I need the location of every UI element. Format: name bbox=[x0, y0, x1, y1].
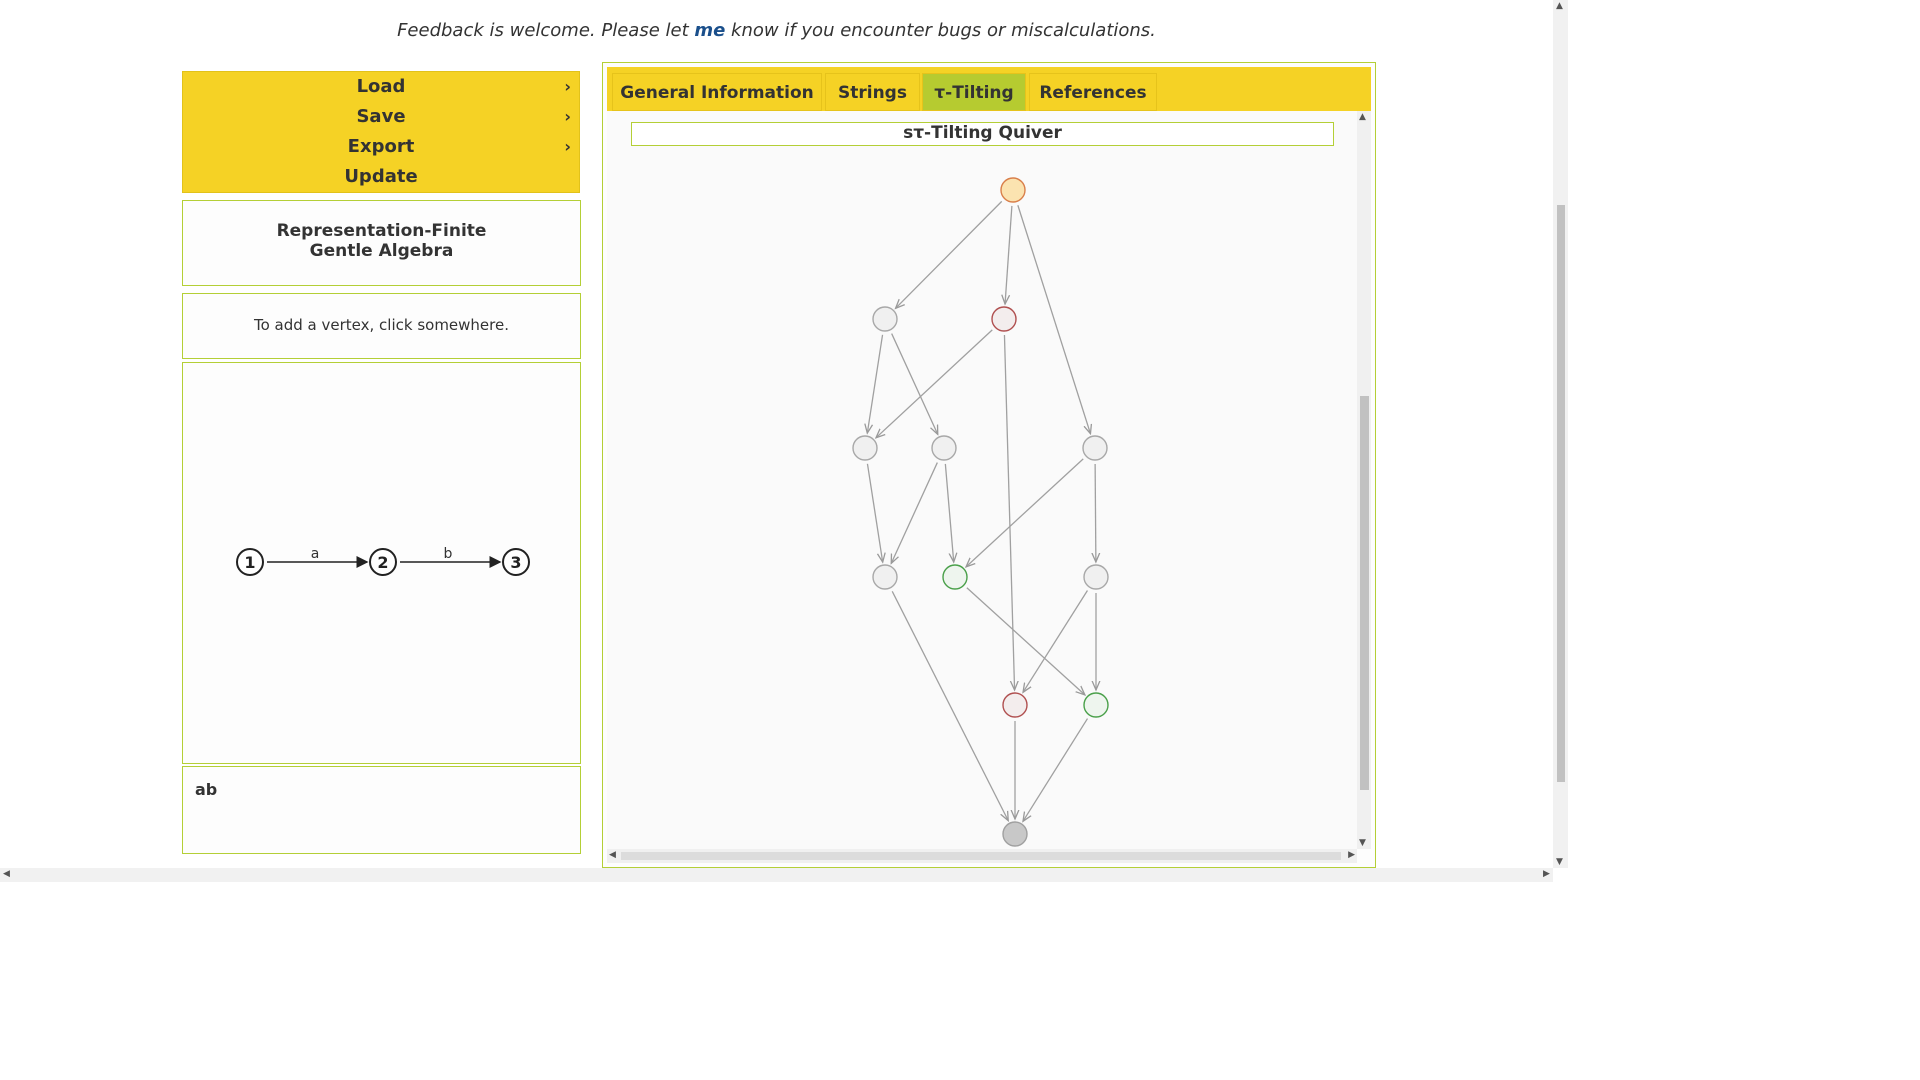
scroll-up-icon[interactable]: ▲ bbox=[1359, 112, 1366, 122]
tilting-quiver-nodes bbox=[852, 177, 1109, 847]
quiver-vertex-3[interactable]: 3 bbox=[502, 548, 530, 576]
tilting-module-node[interactable] bbox=[1083, 564, 1109, 590]
path-words-panel: ab bbox=[182, 766, 581, 854]
chevron-right-icon: › bbox=[564, 137, 571, 156]
tab-general-information[interactable]: General Information bbox=[612, 73, 822, 111]
tilting-quiver-edge bbox=[966, 458, 1084, 567]
chevron-right-icon: › bbox=[564, 77, 571, 96]
menu-load-label: Load bbox=[356, 76, 406, 97]
tilting-quiver-edge bbox=[891, 333, 938, 435]
tilting-module-node[interactable] bbox=[1083, 692, 1109, 718]
scroll-down-icon[interactable]: ▼ bbox=[1556, 857, 1563, 867]
scroll-left-icon[interactable]: ◀ bbox=[3, 869, 10, 879]
results-panel: General Information Strings τ-Tilting Re… bbox=[602, 62, 1376, 868]
algebra-title-line2: Gentle Algebra bbox=[309, 241, 454, 261]
feedback-message: Feedback is welcome. Please let me know … bbox=[0, 20, 1553, 41]
tilting-module-node[interactable] bbox=[872, 306, 898, 332]
tab-bar: General Information Strings τ-Tilting Re… bbox=[607, 67, 1371, 111]
tilting-quiver-edge bbox=[966, 587, 1085, 695]
tilting-quiver-edges bbox=[866, 200, 1096, 822]
tilting-quiver-edge bbox=[891, 462, 938, 564]
vertex-label-1: 1 bbox=[244, 553, 255, 572]
menu-export-label: Export bbox=[347, 136, 415, 157]
tilting-quiver-edge bbox=[1017, 205, 1091, 433]
arrow-label-a: a bbox=[311, 546, 320, 562]
tilting-quiver-edge bbox=[1003, 334, 1014, 690]
tilting-quiver-edge bbox=[1005, 205, 1013, 304]
menu-load[interactable]: Load › bbox=[183, 72, 579, 102]
menu-export[interactable]: Export › bbox=[183, 132, 579, 162]
tilting-quiver-edge bbox=[944, 463, 953, 562]
tab-references[interactable]: References bbox=[1029, 73, 1157, 111]
tilting-quiver-edge bbox=[896, 200, 1003, 308]
scrollbar-thumb[interactable] bbox=[621, 852, 1341, 860]
menu-update[interactable]: Update bbox=[183, 162, 579, 192]
algebra-type-panel: Representation-Finite Gentle Algebra bbox=[182, 200, 581, 286]
tilting-module-node[interactable] bbox=[991, 306, 1017, 332]
scroll-down-icon[interactable]: ▼ bbox=[1359, 838, 1366, 848]
tilting-quiver-edge bbox=[866, 463, 882, 562]
scroll-right-icon[interactable]: ▶ bbox=[1543, 869, 1550, 879]
tilting-module-node[interactable] bbox=[1082, 435, 1108, 461]
scroll-right-icon[interactable]: ▶ bbox=[1348, 850, 1355, 860]
page-horizontal-scrollbar[interactable]: ◀ ▶ bbox=[0, 868, 1553, 882]
tilting-module-node[interactable] bbox=[1002, 821, 1028, 847]
scrollbar-thumb[interactable] bbox=[1360, 396, 1369, 790]
scrollbar-thumb[interactable] bbox=[1557, 205, 1565, 782]
scroll-left-icon[interactable]: ◀ bbox=[609, 850, 616, 860]
content-horizontal-scrollbar[interactable]: ◀ ▶ bbox=[607, 849, 1357, 863]
algebra-title-line1: Representation-Finite bbox=[276, 221, 487, 241]
feedback-text-before: Feedback is welcome. Please let bbox=[397, 20, 695, 41]
tab-strings[interactable]: Strings bbox=[825, 73, 920, 111]
tilting-module-node[interactable] bbox=[1000, 177, 1026, 203]
tilting-quiver-diagram bbox=[852, 177, 1109, 847]
main-menu: Load › Save › Export › Update bbox=[182, 71, 580, 193]
tilting-module-node[interactable] bbox=[942, 564, 968, 590]
tilting-module-node[interactable] bbox=[852, 435, 878, 461]
tab-tau-tilting[interactable]: τ-Tilting bbox=[922, 73, 1026, 111]
vertex-label-2: 2 bbox=[377, 553, 388, 572]
tilting-quiver-edge bbox=[1023, 718, 1089, 822]
vertex-label-3: 3 bbox=[510, 553, 521, 572]
content-vertical-scrollbar[interactable]: ▲ ▼ bbox=[1357, 111, 1371, 849]
hint-text: To add a vertex, click somewhere. bbox=[253, 316, 509, 334]
contact-link[interactable]: me bbox=[694, 20, 726, 41]
tilting-quiver-edge bbox=[876, 329, 993, 438]
feedback-text-after: know if you encounter bugs or miscalcula… bbox=[725, 20, 1156, 41]
path-word: ab bbox=[195, 780, 218, 799]
quiver-vertex-1[interactable]: 1 bbox=[236, 548, 264, 576]
hint-panel: To add a vertex, click somewhere. bbox=[182, 293, 581, 359]
quiver-vertex-2[interactable]: 2 bbox=[369, 548, 397, 576]
arrow-label-b: b bbox=[444, 546, 453, 562]
tilting-quiver-edge bbox=[891, 590, 1008, 820]
quiver-editor-canvas[interactable]: a b 1 2 3 bbox=[182, 362, 581, 764]
tilting-module-node[interactable] bbox=[1002, 692, 1028, 718]
tilting-quiver-edge bbox=[1023, 590, 1088, 693]
menu-update-label: Update bbox=[344, 166, 418, 187]
tab-content: sτ-Tilting Quiver bbox=[607, 111, 1357, 849]
menu-save-label: Save bbox=[356, 106, 406, 127]
tilting-module-node[interactable] bbox=[931, 435, 957, 461]
quiver-diagram[interactable]: a b 1 2 3 bbox=[183, 363, 580, 763]
tilting-quiver-edge bbox=[867, 334, 884, 433]
scroll-up-icon[interactable]: ▲ bbox=[1556, 1, 1563, 11]
tilting-quiver-edge bbox=[1095, 463, 1096, 562]
chevron-right-icon: › bbox=[564, 107, 571, 126]
section-title: sτ-Tilting Quiver bbox=[631, 122, 1334, 146]
page-vertical-scrollbar[interactable]: ▲ ▼ bbox=[1553, 0, 1568, 868]
tilting-module-node[interactable] bbox=[872, 564, 898, 590]
menu-save[interactable]: Save › bbox=[183, 102, 579, 132]
